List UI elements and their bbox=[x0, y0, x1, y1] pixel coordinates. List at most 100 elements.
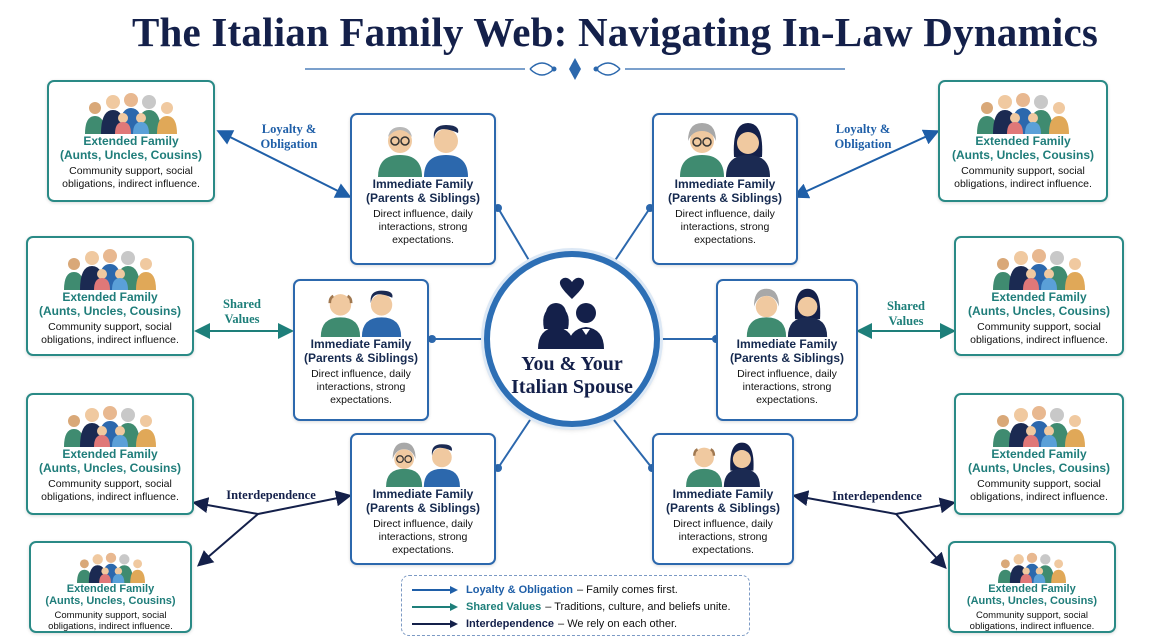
interdependence-label-right: Interdependence bbox=[832, 489, 922, 503]
group-family-icon bbox=[977, 93, 1069, 134]
ext-title-2: (Aunts, Uncles, Cousins) bbox=[38, 304, 181, 318]
group-family-icon bbox=[64, 406, 156, 447]
immediate-family-card: Immediate Family(Parents & Siblings) Dir… bbox=[293, 279, 429, 421]
ext-desc-2: obligations, indirect influence. bbox=[62, 178, 200, 190]
extended-title: Extended Family(Aunts, Uncles, Cousins) bbox=[28, 447, 192, 475]
loyalty-line1: Loyalty & bbox=[835, 122, 891, 136]
shared-line2: Values bbox=[224, 312, 260, 326]
shared-values-label-left: Shared Values bbox=[210, 297, 274, 327]
grandparent-icon bbox=[680, 123, 770, 177]
shared-line2: Values bbox=[888, 314, 924, 328]
imm-title-1: Immediate Family bbox=[674, 177, 776, 191]
immediate-family-card: Immediate Family(Parents & Siblings) Dir… bbox=[350, 113, 496, 265]
loyalty-line2: Obligation bbox=[834, 137, 892, 151]
center-couple-node: You & Your Italian Spouse bbox=[484, 251, 660, 427]
imm-title-2: (Parents & Siblings) bbox=[667, 191, 783, 205]
imm-title-1: Immediate Family bbox=[672, 487, 774, 501]
loyalty-label-left: Loyalty & Obligation bbox=[248, 122, 330, 152]
ext-title-2: (Aunts, Uncles, Cousins) bbox=[967, 304, 1110, 318]
imm-title-1: Immediate Family bbox=[372, 487, 474, 501]
extended-family-card: Extended Family(Aunts, Uncles, Cousins) … bbox=[954, 236, 1124, 356]
center-label: You & Your Italian Spouse bbox=[490, 353, 654, 399]
immediate-title: Immediate Family(Parents & Siblings) bbox=[718, 337, 856, 365]
imm-desc-1: Direct influence, daily bbox=[673, 518, 773, 530]
ext-title-2: (Aunts, Uncles, Cousins) bbox=[966, 595, 1098, 607]
imm-desc-1: Direct influence, daily bbox=[737, 368, 837, 380]
extended-title: Extended Family(Aunts, Uncles, Cousins) bbox=[950, 583, 1114, 607]
grandparent-icon bbox=[386, 442, 460, 487]
grandparent-icon bbox=[746, 288, 828, 337]
ext-title-2: (Aunts, Uncles, Cousins) bbox=[951, 148, 1094, 162]
extended-title: Extended Family(Aunts, Uncles, Cousins) bbox=[956, 447, 1122, 475]
extended-title: Extended Family(Aunts, Uncles, Cousins) bbox=[956, 290, 1122, 318]
ext-desc-1: Community support, social bbox=[48, 478, 172, 490]
ext-title-1: Extended Family bbox=[62, 447, 158, 461]
legend-term: Loyalty & Obligation bbox=[466, 583, 573, 596]
imm-title-2: (Parents & Siblings) bbox=[365, 501, 481, 515]
arrow-icon bbox=[412, 602, 458, 611]
interdependence-label-left: Interdependence bbox=[226, 488, 316, 502]
imm-title-2: (Parents & Siblings) bbox=[665, 501, 781, 515]
imm-desc-1: Direct influence, daily bbox=[373, 208, 473, 220]
imm-desc-2: interactions, strong bbox=[378, 221, 468, 233]
ext-title-1: Extended Family bbox=[83, 134, 179, 148]
ext-desc-2: obligations, indirect influence. bbox=[969, 621, 1095, 632]
immediate-title: Immediate Family(Parents & Siblings) bbox=[295, 337, 427, 365]
ext-title-1: Extended Family bbox=[991, 290, 1087, 304]
legend-item-interdependence: Interdependence– We rely on each other. bbox=[412, 615, 739, 632]
ext-title-2: (Aunts, Uncles, Cousins) bbox=[45, 595, 176, 607]
loyalty-line1: Loyalty & bbox=[261, 122, 317, 136]
page-title: The Italian Family Web: Navigating In-La… bbox=[132, 9, 1098, 55]
ext-desc-1: Community support, social bbox=[961, 165, 1085, 177]
extended-title: Extended Family(Aunts, Uncles, Cousins) bbox=[28, 290, 192, 318]
imm-desc-3: expectations. bbox=[692, 544, 754, 556]
imm-desc-2: interactions, strong bbox=[742, 381, 832, 393]
title-ornament bbox=[305, 58, 845, 80]
extended-family-card: Extended Family(Aunts, Uncles, Cousins) … bbox=[29, 541, 192, 633]
imm-desc-2: interactions, strong bbox=[378, 531, 468, 543]
imm-desc-3: expectations. bbox=[392, 544, 454, 556]
arrow-icon bbox=[412, 585, 458, 594]
group-family-icon bbox=[85, 93, 177, 134]
loyalty-line2: Obligation bbox=[260, 137, 318, 151]
heart-icon bbox=[559, 277, 585, 299]
shared-line1: Shared bbox=[223, 297, 261, 311]
arrow-icon bbox=[412, 619, 458, 628]
ext-title-1: Extended Family bbox=[975, 134, 1071, 148]
ext-title-1: Extended Family bbox=[991, 447, 1087, 461]
legend-text: – Traditions, culture, and beliefs unite… bbox=[545, 600, 731, 613]
shared-values-label-right: Shared Values bbox=[874, 299, 938, 329]
legend-term: Interdependence bbox=[466, 617, 555, 630]
legend-text: – Family comes first. bbox=[576, 583, 678, 596]
imm-desc-3: expectations. bbox=[330, 394, 392, 406]
immediate-family-card: Immediate Family(Parents & Siblings) Dir… bbox=[716, 279, 858, 421]
couple-icon bbox=[538, 277, 604, 349]
ext-desc-2: obligations, indirect influence. bbox=[41, 334, 179, 346]
imm-desc-1: Direct influence, daily bbox=[373, 518, 473, 530]
ext-desc-1: Community support, social bbox=[69, 165, 193, 177]
ext-title-2: (Aunts, Uncles, Cousins) bbox=[59, 148, 202, 162]
grandparent-icon bbox=[686, 442, 760, 487]
ext-desc-1: Community support, social bbox=[48, 321, 172, 333]
imm-desc-3: expectations. bbox=[694, 234, 756, 246]
grandparent-icon bbox=[320, 290, 402, 337]
immediate-title: Immediate Family(Parents & Siblings) bbox=[654, 177, 796, 205]
imm-title-2: (Parents & Siblings) bbox=[365, 191, 481, 205]
immediate-title: Immediate Family(Parents & Siblings) bbox=[352, 487, 494, 515]
group-family-icon bbox=[993, 249, 1085, 290]
group-family-icon bbox=[76, 552, 145, 583]
extended-family-card: Extended Family(Aunts, Uncles, Cousins) … bbox=[26, 393, 194, 515]
ext-desc-2: obligations, indirect influence. bbox=[954, 178, 1092, 190]
ext-desc-1: Community support, social bbox=[976, 610, 1088, 621]
grandparent-icon bbox=[378, 125, 468, 177]
